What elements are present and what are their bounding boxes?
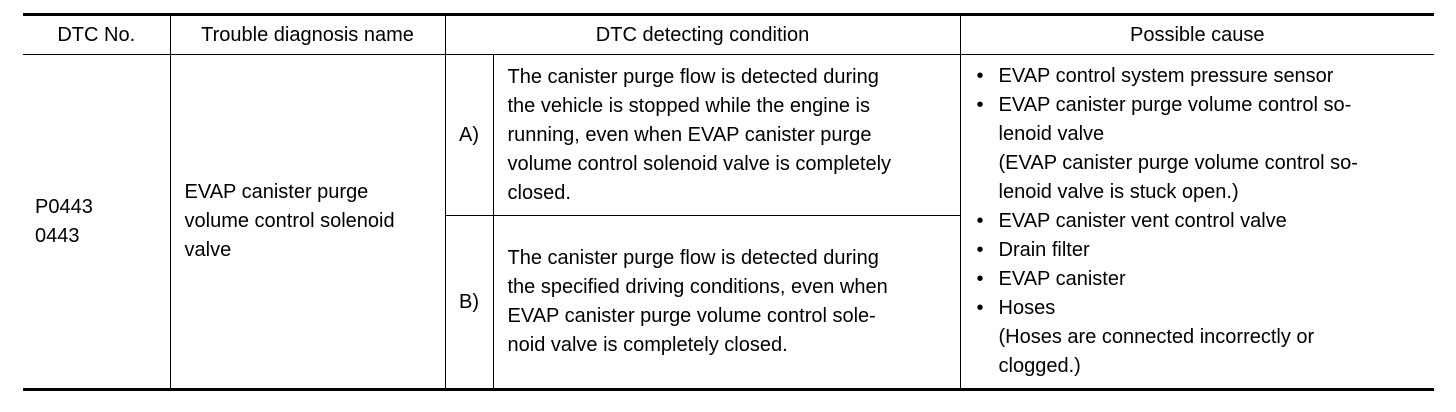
- trouble-name-line: EVAP canister purge: [184, 181, 369, 203]
- condition-line: EVAP canister purge volume control sole-: [507, 305, 876, 327]
- header-possible-cause: Possible cause: [959, 13, 1435, 55]
- list-item: • Hoses (Hoses are connected incorrectly…: [975, 294, 1427, 381]
- list-item: • EVAP canister purge volume control so-…: [975, 91, 1427, 207]
- trouble-name-cell: EVAP canister purge volume control solen…: [169, 54, 446, 391]
- cause-line: EVAP canister vent control valve: [998, 210, 1287, 232]
- condition-tag-a: A): [444, 54, 494, 216]
- list-item: • Drain filter: [975, 236, 1427, 265]
- bullet-icon: •: [976, 239, 984, 261]
- condition-line: The canister purge flow is detected duri…: [507, 247, 879, 269]
- cause-line: (EVAP canister purge volume control so-: [998, 152, 1358, 174]
- condition-line: volume control solenoid valve is complet…: [507, 152, 892, 175]
- condition-line: The canister purge flow is detected duri…: [507, 65, 879, 88]
- list-item: • EVAP canister vent control valve: [975, 207, 1427, 236]
- list-item: • EVAP canister: [975, 265, 1427, 294]
- cause-line: lenoid valve is stuck open.): [998, 181, 1239, 203]
- list-item: • EVAP control system pressure sensor: [975, 62, 1427, 91]
- trouble-name-line: volume control solenoid: [184, 210, 395, 232]
- table-row: B) The canister purge flow is detected d…: [23, 215, 1434, 391]
- trouble-name-line: valve: [184, 239, 232, 261]
- cause-line: EVAP canister purge volume control so-: [998, 94, 1352, 116]
- table-row: P0443 0443 EVAP canister purge volume co…: [23, 54, 1435, 391]
- bullet-icon: •: [976, 297, 984, 319]
- condition-tag-b: B): [444, 215, 494, 391]
- condition-line: noid valve is completely closed.: [507, 334, 788, 356]
- cause-line: Hoses: [998, 297, 1056, 319]
- header-dtc-no: DTC No.: [23, 13, 171, 55]
- header-detecting-condition: DTC detecting condition: [444, 13, 961, 55]
- cause-line: (Hoses are connected incorrectly or: [998, 326, 1315, 348]
- cause-line: EVAP control system pressure sensor: [998, 65, 1334, 87]
- dtc-code-cell: P0443 0443: [23, 54, 171, 391]
- cause-line: Drain filter: [998, 239, 1090, 261]
- header-trouble-name: Trouble diagnosis name: [169, 13, 446, 55]
- bullet-icon: •: [976, 268, 984, 290]
- bullet-icon: •: [976, 210, 984, 232]
- dtc-table: DTC No. Trouble diagnosis name DTC detec…: [23, 13, 1435, 391]
- dtc-code: 0443: [35, 224, 80, 247]
- dtc-code: P0443: [35, 195, 93, 218]
- condition-line: the specified driving conditions, even w…: [507, 276, 888, 298]
- bullet-icon: •: [976, 65, 984, 87]
- condition-line: closed.: [507, 181, 571, 204]
- bullet-icon: •: [976, 94, 984, 116]
- cause-line: lenoid valve: [998, 123, 1105, 145]
- header-row: DTC No. Trouble diagnosis name DTC detec…: [23, 13, 1435, 55]
- cause-line: clogged.): [998, 355, 1081, 377]
- possible-cause-cell: • EVAP control system pressure sensor • …: [959, 54, 1435, 391]
- condition-b-description: The canister purge flow is detected duri…: [492, 215, 961, 391]
- possible-cause-list: • EVAP control system pressure sensor • …: [975, 62, 1427, 381]
- cause-line: EVAP canister: [998, 268, 1126, 290]
- condition-line: running, even when EVAP canister purge: [507, 123, 872, 146]
- condition-line: the vehicle is stopped while the engine …: [507, 94, 870, 117]
- condition-a-description: The canister purge flow is detected duri…: [492, 54, 961, 216]
